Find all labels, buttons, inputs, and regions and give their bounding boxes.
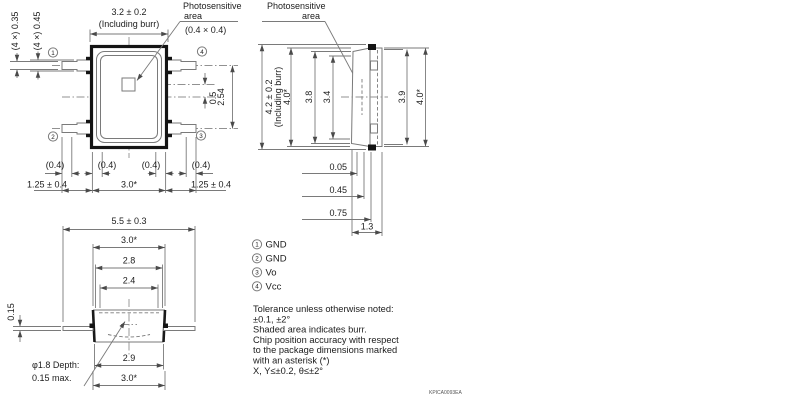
photosensitive-label-line2: area [184,11,202,21]
photosensitive-chip [121,77,136,92]
package-cavity-outer [96,51,162,143]
dim-height-back: 3.9 [397,91,407,104]
dim-height-back2: 4.0* [415,88,425,105]
dim-lead-length-left: 1.25 ± 0.4 [27,180,67,190]
dim-height-package: 4.0* [282,88,292,105]
pitch-offset-dims: 2.54 0.5 [202,65,235,129]
legend-pin-4-label: Vcc [266,282,282,293]
dim-width-top: 2.4 [123,276,136,286]
photosensitive-label-line1: Photosensitive [267,1,326,11]
notes-block: Tolerance unless otherwise noted: ±0.1, … [252,304,399,376]
pin-legend: 1 GND 2 GND 3 Vo 4 Vcc [251,239,287,293]
legend-pin-3-num: 3 [255,270,259,277]
bottom-body [62,299,196,356]
legend-pin-4-num: 4 [255,284,259,291]
recess-note-line2: 0.15 max. [32,373,72,383]
bottom-view-top-dims: 5.5 ± 0.3 3.0* 2.8 2.4 [62,216,196,322]
dim-lead-width-2: (0.4) [98,160,117,170]
dim-depth-13: 1.3 [361,222,374,232]
dim-height-cavity: 3.8 [304,91,314,104]
top-view: 1 2 3 4 3.2 ± 0.2 (Including burr) Photo… [10,1,242,193]
note-line-4: Chip position accuracy with respect [253,335,399,345]
dim-lead-width-1: (0.4) [46,160,65,170]
pin-marker-3: 3 [199,133,203,140]
recess-note-line1: φ1.8 Depth: [32,360,79,370]
dim-offset-075: 0.75 [329,208,347,218]
photosensitive-callout-top: Photosensitive area (0.4 × 0.4) [136,1,242,81]
legend-pin-2-num: 2 [255,256,259,263]
bottom-view: φ1.8 Depth: 0.15 max. 5.5 ± 0.3 3.0* 2.8… [6,216,196,390]
dim-width-cavity: 2.8 [123,256,136,266]
leads-top-view [61,56,197,138]
side-body [341,44,388,151]
dim-width-body: 2.9 [123,353,136,363]
dim-width-total: 5.5 ± 0.3 [112,216,147,226]
dim-lead-base-thickness: (4 ×) 0.45 [32,12,42,51]
pin-marker-1: 1 [51,50,55,57]
dim-chip-offset: 0.5 [208,92,218,105]
dim-width-span-top: 3.0* [121,235,138,245]
package-body-outline [89,44,169,150]
dim-lead-thickness: 0.15 [6,303,16,321]
legend-pin-2-label: GND [266,254,287,265]
pin-marker-2: 2 [51,134,55,141]
dim-package-width-note: (Including burr) [99,19,160,29]
side-view-bottom-dims: 0.05 0.45 0.75 1.3 [302,150,383,236]
dim-offset-045: 0.45 [329,185,347,195]
dim-height-inner: 3.4 [322,91,332,104]
note-line-6: with an asterisk (*) [252,356,329,366]
side-view: Photosensitive area [258,1,429,236]
top-view-bottom-dims: (0.4) (0.4) (0.4) (0.4) 1.25 ± 0.4 3.0* … [27,137,231,193]
note-line-3: Shaded area indicates burr. [253,325,367,335]
lead-thickness-dims: (4 ×) 0.35 (4 ×) 0.45 [10,12,74,80]
pin-marker-4: 4 [200,49,204,56]
pin-markers: 1 2 3 4 [47,46,208,142]
dim-lead-width-3: (0.4) [142,160,161,170]
doc-code: KPICA0093EA [429,390,462,396]
dim-width-span-bottom: 3.0* [121,373,138,383]
bottom-view-bottom-dims: 2.9 3.0* [92,344,166,390]
legend-pin-1-num: 1 [255,242,259,249]
note-line-7: X, Y≤±0.2, θ≤±2° [253,366,323,376]
photosensitive-label-line2: area [302,11,320,21]
note-line-2: ±0.1, ±2° [253,314,290,324]
dim-lead-length-right: 1.25 ± 0.4 [191,180,231,190]
bottom-view-left-dim: 0.15 [6,303,61,342]
dim-lead-span: 3.0* [121,180,138,190]
side-view-right-dims: 3.9 4.0* [384,47,429,147]
dim-lead-pitch: 2.54 [216,88,226,106]
side-view-left-dims: 4.2 ± 0.2 (Including burr) 4.0* 3.8 3.4 [258,44,366,150]
note-line-1: Tolerance unless otherwise noted: [253,304,394,314]
dim-package-width: 3.2 ± 0.2 [112,7,147,17]
photosensitive-size: (0.4 × 0.4) [185,25,226,35]
package-cavity-inner [100,55,158,139]
dim-lead-tip-thickness: (4 ×) 0.35 [10,12,20,51]
dim-lead-width-4: (0.4) [192,160,211,170]
dim-height-total: 4.2 ± 0.2 [264,80,274,115]
dim-height-total-note: (Including burr) [273,67,283,128]
legend-pin-3-label: Vo [266,268,277,279]
recess-callout: φ1.8 Depth: 0.15 max. [32,321,126,387]
note-line-5: to the package dimensions marked [253,345,397,355]
legend-pin-1-label: GND [266,240,287,251]
top-view-width-dim: 3.2 ± 0.2 (Including burr) [89,7,169,42]
photosensitive-label-line1: Photosensitive [183,1,242,11]
dim-offset-005: 0.05 [329,162,347,172]
